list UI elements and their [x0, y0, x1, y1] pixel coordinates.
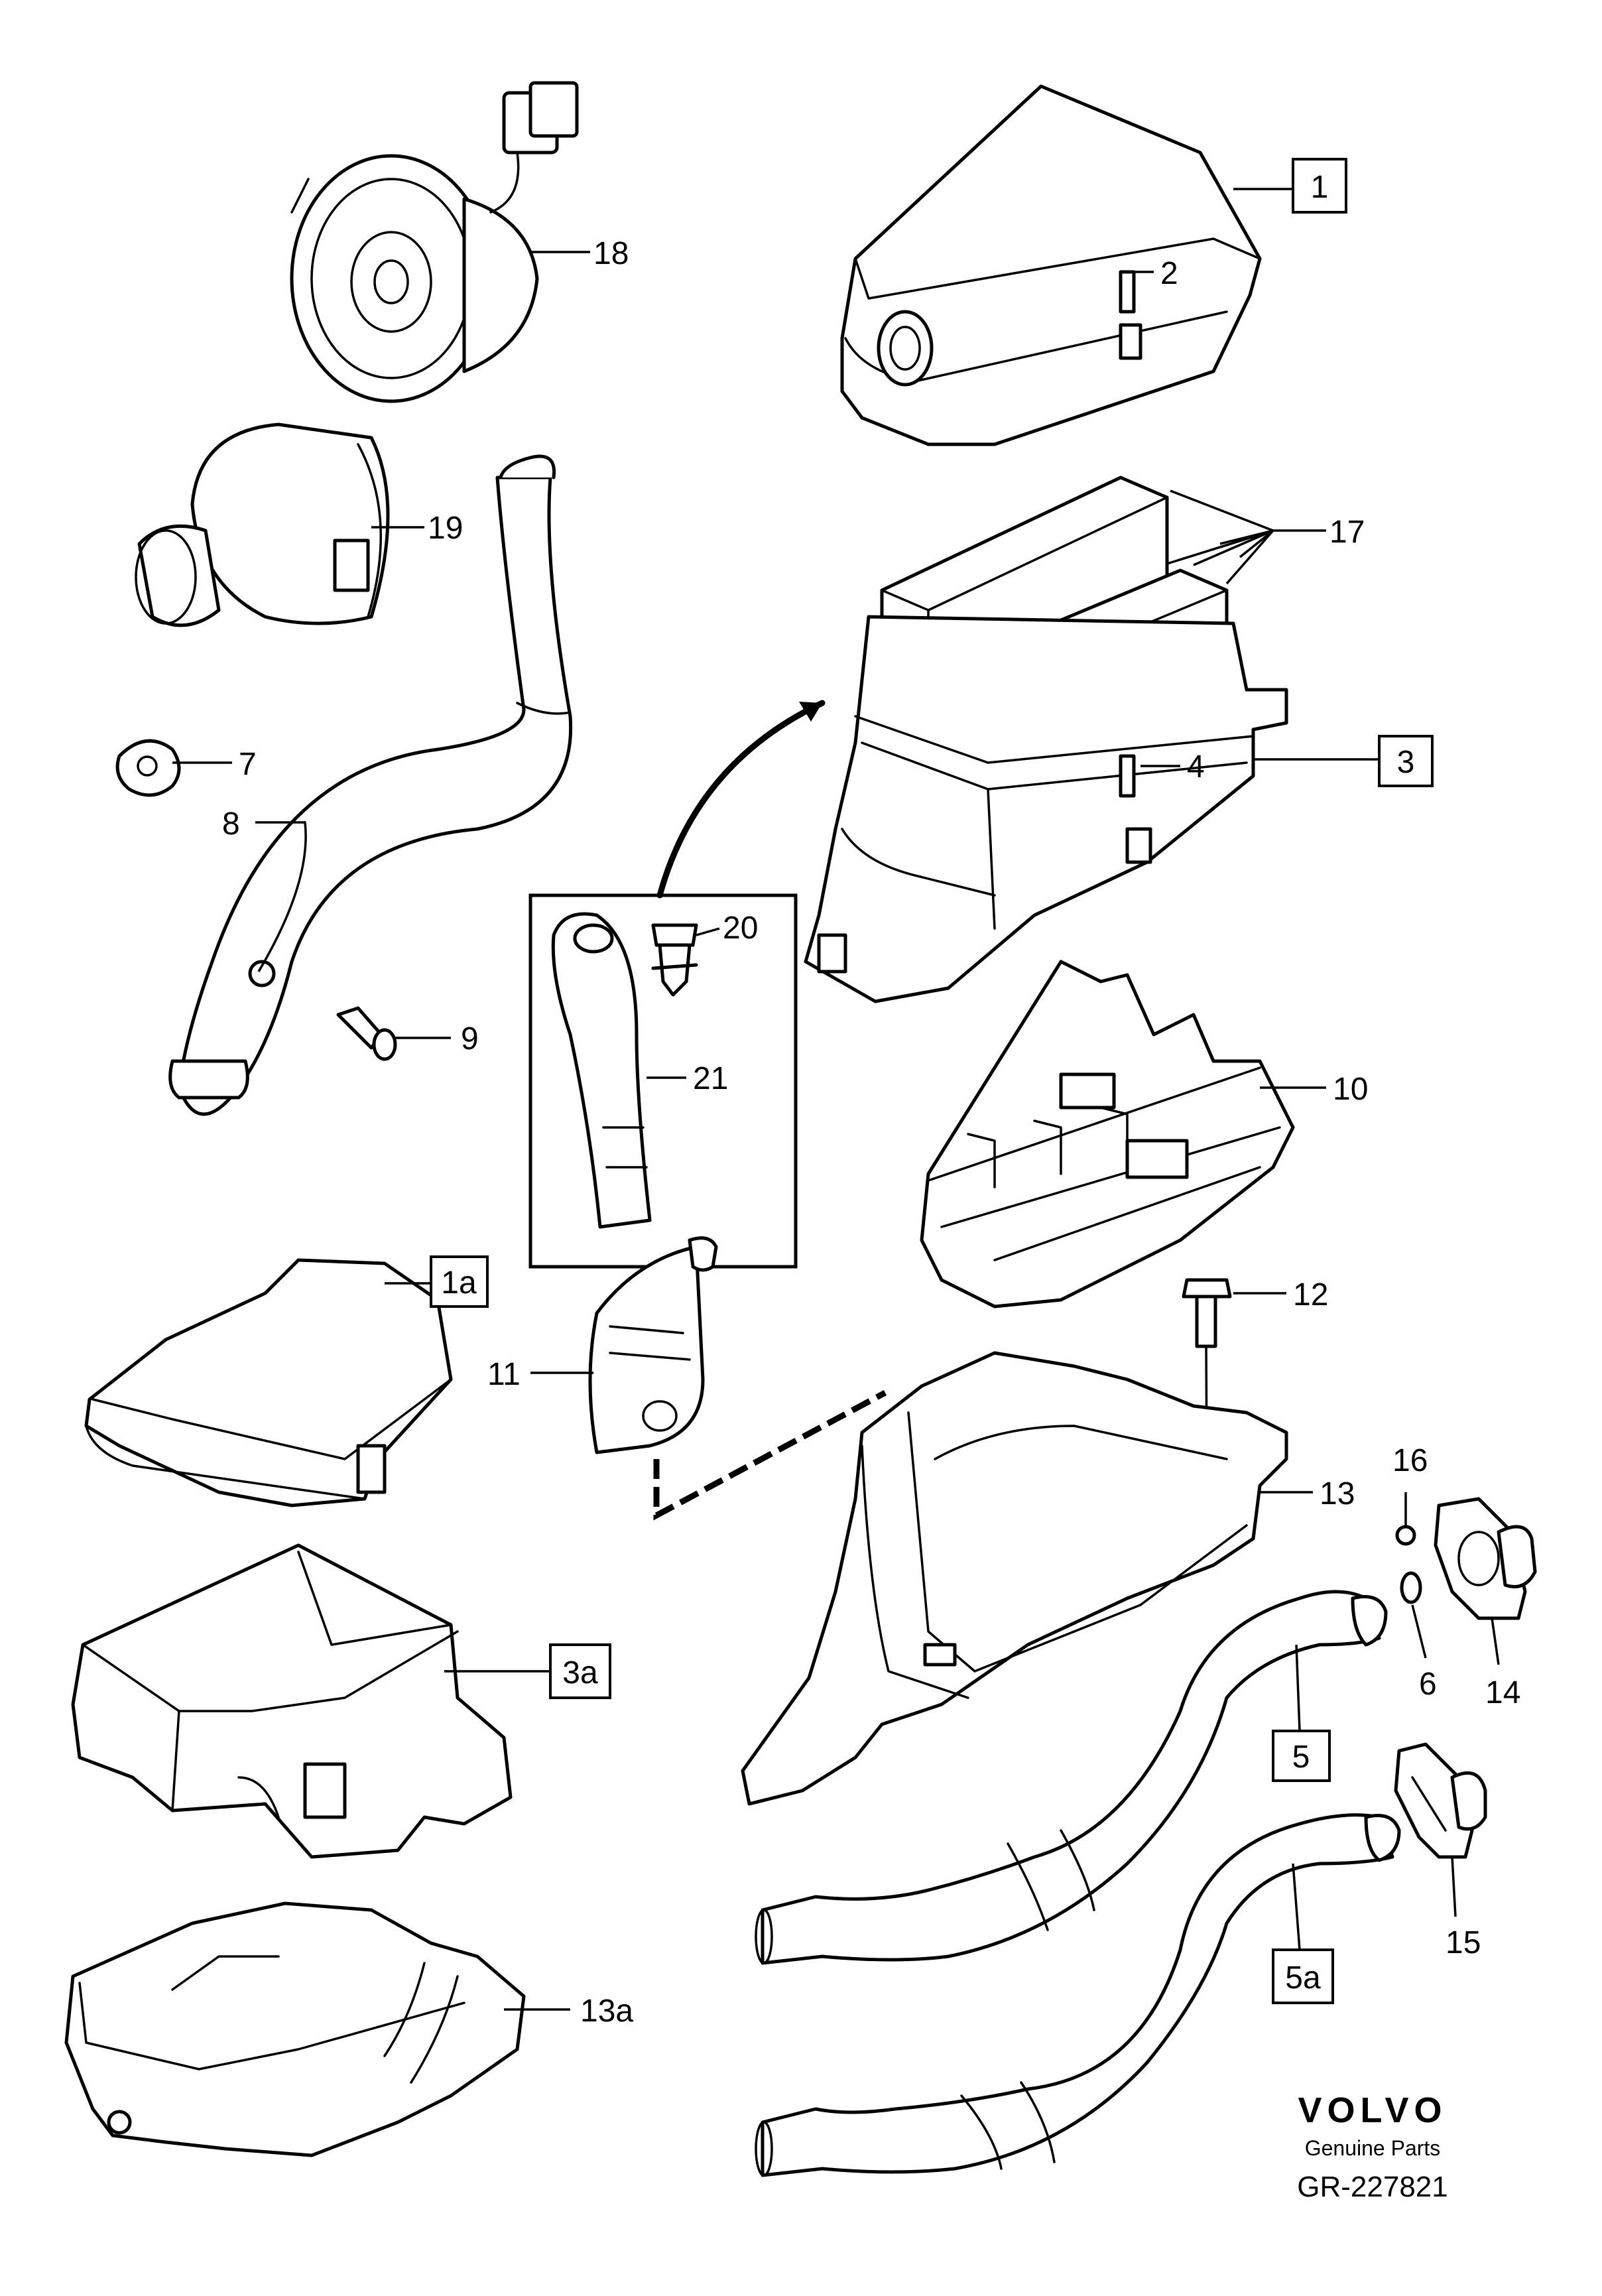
- label-9: 9: [461, 1021, 479, 1056]
- genuine-parts-text: Genuine Parts: [1305, 2136, 1441, 2160]
- label-3a: 3a: [562, 1655, 598, 1690]
- label-3: 3: [1397, 745, 1415, 780]
- label-5a: 5a: [1285, 1960, 1321, 1996]
- label-6: 6: [1419, 1667, 1437, 1702]
- label-5: 5: [1292, 1740, 1310, 1775]
- label-box-5: [1272, 1730, 1331, 1782]
- label-21: 21: [693, 1061, 728, 1096]
- part-1-top-cover: [840, 84, 1262, 446]
- part-10-relay-holder: [920, 960, 1295, 1308]
- part-6-o-ring: [1400, 1571, 1422, 1604]
- label-box-3a: [549, 1643, 611, 1699]
- label-box-3: [1378, 735, 1434, 787]
- part-13a-lower-tray: [64, 1901, 526, 2157]
- label-16: 16: [1392, 1443, 1428, 1478]
- label-17: 17: [1329, 515, 1365, 550]
- part-13-base-tray: [741, 1351, 1288, 1806]
- volvo-logo: VOLVO: [1298, 2090, 1447, 2130]
- label-12: 12: [1293, 1277, 1328, 1312]
- label-8: 8: [222, 806, 240, 842]
- label-box-1a: [430, 1255, 489, 1308]
- label-13a: 13a: [580, 1994, 633, 2029]
- label-19: 19: [428, 511, 463, 546]
- part-7-clip: [115, 739, 181, 797]
- label-20: 20: [723, 911, 758, 946]
- label-7: 7: [239, 747, 257, 782]
- label-18: 18: [593, 236, 629, 271]
- part-14-flange: [1434, 1497, 1537, 1620]
- label-box-1: [1292, 158, 1347, 214]
- part-19-fan-housing: [135, 422, 390, 627]
- part-11-bracket: [588, 1236, 718, 1454]
- label-box-5a: [1272, 1948, 1334, 2004]
- leader-lines: [172, 188, 1500, 2011]
- part-8-air-duct: [168, 454, 573, 1116]
- label-15: 15: [1446, 1925, 1481, 1960]
- label-1a: 1a: [441, 1265, 477, 1301]
- part-5a-hose: [755, 1813, 1401, 2177]
- label-10: 10: [1333, 1072, 1368, 1107]
- inset-frame-20-21: [528, 893, 798, 1269]
- label-14: 14: [1485, 1675, 1520, 1710]
- label-1: 1: [1311, 170, 1329, 205]
- part-12-bolt: [1182, 1278, 1232, 1467]
- part-16-screw: [1395, 1525, 1416, 1546]
- label-4: 4: [1187, 749, 1205, 785]
- part-9-fastener: [336, 1006, 397, 1061]
- part-5-hose: [755, 1590, 1388, 1965]
- part-18-blower-motor: [290, 81, 579, 403]
- label-11: 11: [487, 1357, 521, 1392]
- part-1a-cover: [84, 1258, 453, 1507]
- part-3-filter-housing: [804, 615, 1288, 1003]
- label-2: 2: [1160, 256, 1178, 291]
- part-15-flange: [1394, 1742, 1487, 1859]
- label-13: 13: [1320, 1476, 1355, 1511]
- diagram-code: GR-227821: [1297, 2171, 1448, 2203]
- part-3a-lower-housing: [71, 1543, 513, 1859]
